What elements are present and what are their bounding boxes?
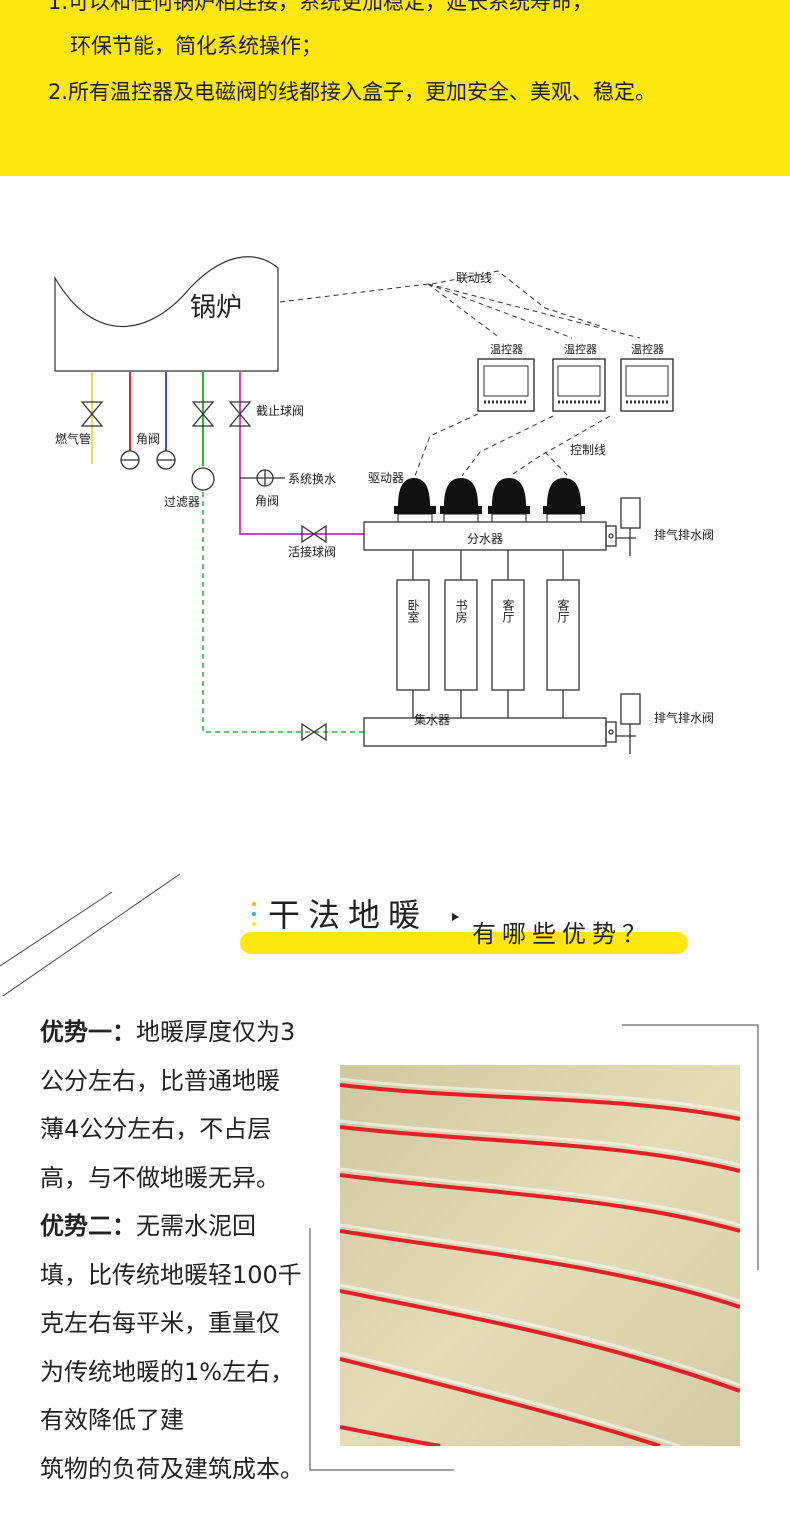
thermostat-2: 温控器 xyxy=(552,342,606,412)
banner-line-1: 1.可以和任何锅炉相连接，系统更加稳定，延长系统寿命， xyxy=(48,0,594,14)
gas-pipe-label: 燃气管 xyxy=(55,431,91,446)
advantage-2-text: 无需水泥回填，比传统地暖轻100千克左右每平米，重量仅为传统地暖的1%左右，有效… xyxy=(40,1212,302,1434)
intro-banner: 1.可以和任何锅炉相连接，系统更加稳定，延长系统寿命， 环保节能，简化系统操作；… xyxy=(0,0,790,176)
filter-label: 过滤器 xyxy=(164,495,200,509)
boiler-shape xyxy=(54,256,279,372)
boiler-label: 锅炉 xyxy=(190,293,242,323)
thermostat-label-1: 温控器 xyxy=(490,342,523,356)
section-subtitle: 有哪些优势？ xyxy=(472,920,652,948)
title-highlight-bar xyxy=(240,932,688,954)
advantage-2-label: 优势二： xyxy=(40,1212,136,1240)
stop-ball-valve-label: 截止球阀 xyxy=(256,404,304,418)
thermostat-label-3: 温控器 xyxy=(631,342,664,356)
control-wires xyxy=(414,413,611,477)
section-header xyxy=(0,856,790,996)
room-label-2: 书房 xyxy=(454,599,468,623)
supply-manifold xyxy=(363,521,607,551)
room-label-4: 客厅 xyxy=(556,598,570,623)
angle-valves xyxy=(120,450,285,487)
vent-drain-label-top: 排气排水阀 xyxy=(654,527,714,542)
thermostat-label-2: 温控器 xyxy=(564,342,597,356)
system-water-change-label: 系统换水 xyxy=(288,472,336,486)
decor-lines xyxy=(0,873,181,996)
actuator-label: 驱动器 xyxy=(368,471,404,485)
room-label-1: 卧室 xyxy=(406,599,420,623)
return-manifold xyxy=(363,717,607,747)
vent-drain-valves xyxy=(605,497,641,754)
link-wires xyxy=(279,270,641,339)
arrow-right-icon xyxy=(452,913,459,921)
valves xyxy=(80,401,327,742)
room-loops xyxy=(396,550,580,718)
advantage-1-text: 地暖厚度仅为3公分左右，比普通地暖薄4公分左右，不占层高，与不做地暖无异。 xyxy=(40,1018,296,1192)
actuators xyxy=(394,478,585,523)
section-title: 干法地暖 xyxy=(268,896,429,934)
control-wire-label: 控制线 xyxy=(570,443,606,457)
link-wire-label: 联动线 xyxy=(456,271,492,285)
floor-heating-photo xyxy=(340,1065,740,1446)
return-manifold-label: 集水器 xyxy=(414,712,450,727)
advantages-text: 优势一：地暖厚度仅为3公分左右，比普通地暖薄4公分左右，不占层高，与不做地暖无异… xyxy=(40,1008,304,1493)
title-accent-dots xyxy=(252,902,256,926)
advantage-2-tail: 筑物的负荷及建筑成本。 xyxy=(40,1454,304,1483)
angle-valve-label-1: 角阀 xyxy=(136,432,160,446)
thermostat-3: 温控器 xyxy=(620,342,674,412)
filter-symbol xyxy=(191,467,215,491)
banner-line-2: 环保节能，简化系统操作； xyxy=(70,34,322,58)
vent-drain-label-bottom: 排气排水阀 xyxy=(654,710,714,725)
banner-line-3: 2.所有温控器及电磁阀的线都接入盒子，更加安全、美观、稳定。 xyxy=(48,80,657,104)
advantage-1-label: 优势一： xyxy=(40,1018,136,1046)
room-label-3: 客厅 xyxy=(501,598,515,623)
heating-system-diagram: 锅炉 联动线 温控器 温控器 温控器 控制线 驱动器 xyxy=(0,176,790,856)
supply-manifold-label: 分水器 xyxy=(467,532,503,546)
angle-valve-label-2: 角阀 xyxy=(255,494,279,508)
thermostat-1: 温控器 xyxy=(477,342,535,412)
union-ball-valve-label: 活接球阀 xyxy=(288,544,336,559)
